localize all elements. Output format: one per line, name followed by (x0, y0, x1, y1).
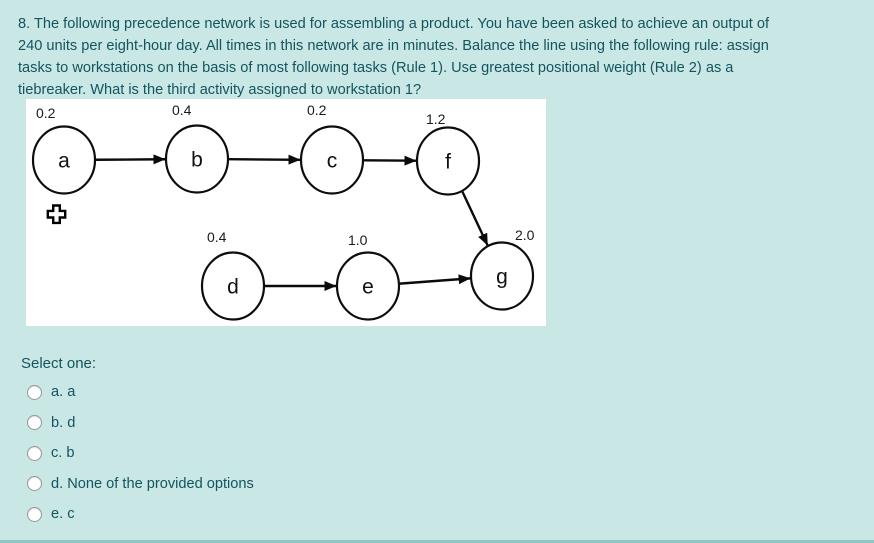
page-bottom-divider (0, 540, 874, 543)
answer-option-a[interactable]: a. a (27, 377, 75, 407)
task-node-label-e: e (362, 276, 374, 299)
option-label-b: b. d (51, 414, 76, 431)
precedence-network-diagram: a 0.2 b 0.4 c 0.2 f 1.2 d 0.4 e 1.0 g 2.0 (26, 99, 546, 326)
task-node-label-d: d (227, 276, 239, 299)
precedence-network-svg: a 0.2 b 0.4 c 0.2 f 1.2 d 0.4 e 1.0 g 2.0 (31, 102, 535, 321)
task-time-label-g: 2.0 (515, 227, 535, 243)
edge-f-g (461, 191, 489, 246)
diagram-edges (95, 154, 489, 291)
task-node-e (335, 251, 401, 321)
task-node-label-c: c (327, 150, 338, 173)
select-one-label: Select one: (21, 355, 97, 372)
move-cursor-icon (46, 204, 67, 225)
task-node-f (415, 126, 481, 196)
answer-option-e[interactable]: e. c (27, 499, 75, 529)
question-text: 8. The following precedence network is u… (18, 13, 858, 101)
task-node-label-b: b (191, 149, 203, 172)
question-line-1: 8. The following precedence network is u… (18, 16, 769, 32)
task-time-label-b: 0.4 (172, 102, 192, 118)
task-time-label-e: 1.0 (348, 232, 368, 248)
answer-option-d[interactable]: d. None of the provided options (27, 469, 254, 499)
task-time-label-a: 0.2 (36, 105, 56, 121)
option-label-a: a. a (51, 384, 76, 400)
edge-a-b (95, 154, 166, 165)
edge-e-g (399, 274, 471, 285)
task-time-label-c: 0.2 (307, 102, 327, 118)
task-node-b (164, 124, 230, 194)
answer-option-c[interactable]: c. b (27, 438, 75, 468)
task-node-label-a: a (58, 150, 70, 173)
task-node-g (469, 241, 535, 311)
radio-button-d[interactable] (27, 476, 42, 491)
radio-button-b[interactable] (27, 415, 42, 430)
task-node-label-f: f (445, 151, 451, 174)
task-node-a (31, 125, 97, 195)
task-time-label-f: 1.2 (426, 111, 446, 127)
task-node-d (200, 251, 266, 321)
option-label-c: c. b (51, 445, 75, 461)
option-label-d: d. None of the provided options (51, 475, 254, 492)
task-time-label-d: 0.4 (207, 229, 227, 245)
task-node-label-g: g (496, 266, 508, 289)
question-line-4: tiebreaker. What is the third activity a… (18, 82, 422, 98)
question-line-2: 240 units per eight-hour day. All times … (18, 38, 769, 54)
radio-button-a[interactable] (27, 384, 42, 400)
diagram-nodes: a 0.2 b 0.4 c 0.2 f 1.2 d 0.4 e 1.0 g 2.0 (31, 102, 535, 321)
option-label-e: e. c (51, 506, 75, 522)
radio-button-c[interactable] (27, 445, 42, 461)
task-node-c (299, 125, 365, 195)
edge-b-c (228, 154, 301, 165)
answer-option-b[interactable]: b. d (27, 408, 75, 438)
question-line-3: tasks to workstations on the basis of mo… (18, 60, 734, 76)
radio-button-e[interactable] (27, 506, 42, 522)
